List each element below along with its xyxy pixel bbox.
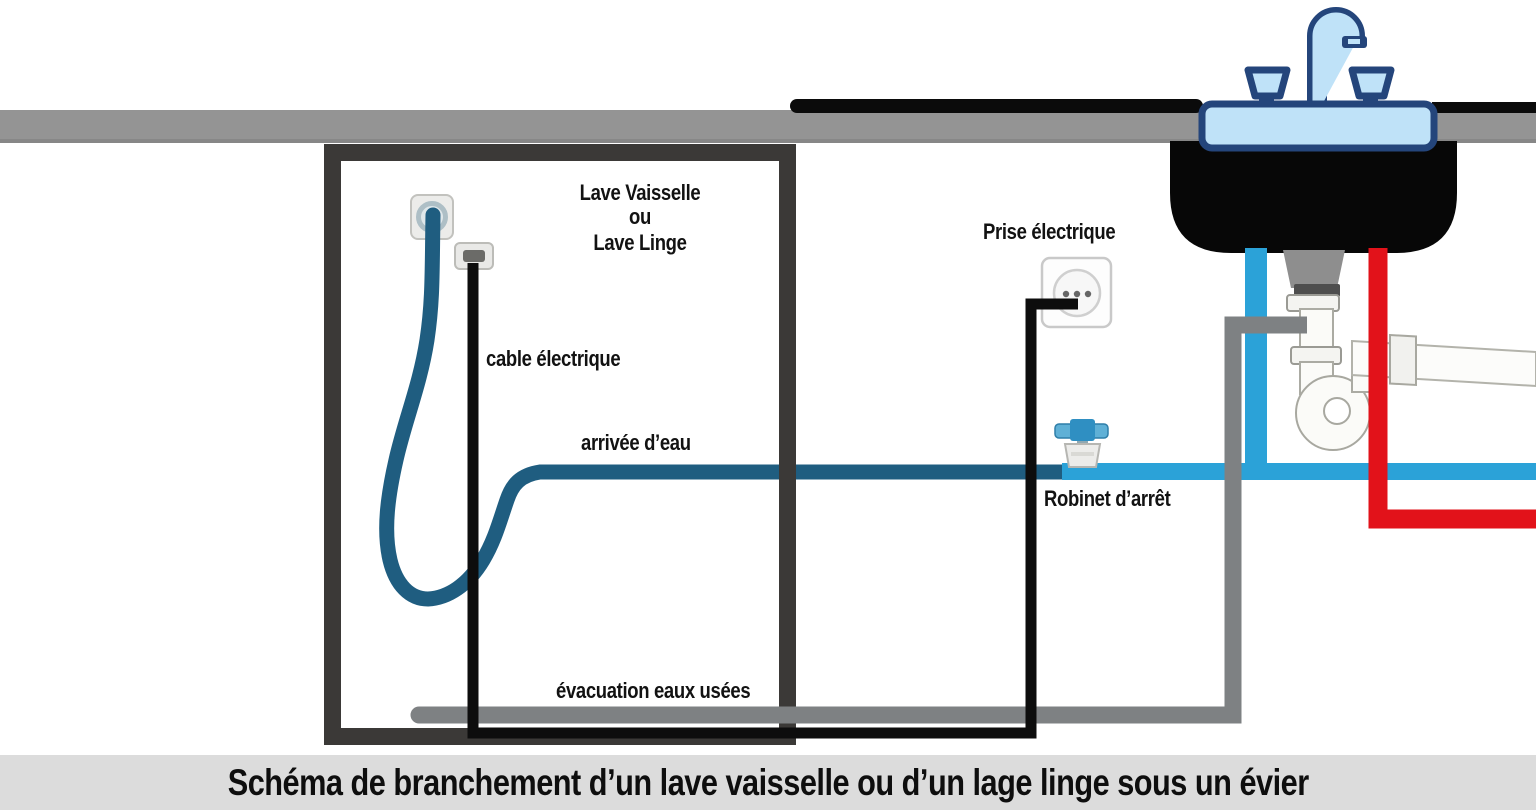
sink-basin — [1170, 141, 1457, 253]
connector-inner — [463, 250, 485, 262]
power-outlet-icon — [1040, 256, 1113, 329]
appliance-label-line1: Lave Vaisselle — [579, 180, 701, 205]
supply-hose — [379, 207, 1083, 607]
trap-u-bend-hole — [1323, 397, 1351, 425]
valve-handle-center — [1070, 419, 1095, 441]
tailpiece — [1283, 250, 1345, 288]
shutoff-valve-icon — [1054, 419, 1109, 468]
power-cable — [467, 263, 1078, 739]
faucet-spout-fill — [1312, 12, 1360, 114]
counter-black-strip-left — [790, 99, 1203, 113]
dark-nut — [1294, 284, 1340, 297]
water-supply-label: arrivée d’eau — [581, 430, 691, 455]
sink-rim — [1198, 100, 1438, 152]
waste-pipe — [419, 316, 1307, 724]
valve-body-band — [1071, 452, 1094, 456]
faucet-handle-left — [1244, 66, 1291, 110]
sink-icon — [1170, 7, 1457, 253]
handle-top — [1348, 66, 1395, 100]
faucet-aerator-fill — [1348, 39, 1360, 44]
title-bar: Schéma de branchement d’un lave vaissell… — [0, 755, 1536, 810]
handle-top — [1244, 66, 1291, 100]
cable-label: cable électrique — [486, 346, 621, 371]
waste-drain-label: évacuation eaux usées — [556, 678, 751, 703]
hot-water-pipe — [1368, 248, 1536, 529]
valve-label: Robinet d’arrêt — [1044, 486, 1171, 511]
countertop-edge — [0, 139, 1536, 143]
p-trap-icon — [1283, 250, 1536, 451]
diagram-title: Schéma de branchement d’un lave vaissell… — [227, 761, 1309, 803]
valve-stem — [1077, 436, 1088, 447]
counter-black-strip-right — [1432, 102, 1536, 113]
outlet-pin-2 — [1073, 290, 1081, 298]
appliance-label: Lave Vaisselle ou Lave Linge — [556, 181, 724, 256]
drain-coupling — [1389, 333, 1417, 387]
outlet-pin-1 — [1062, 290, 1070, 298]
outlet-label: Prise électrique — [983, 219, 1116, 244]
appliance-label-line3: Lave Linge — [593, 230, 687, 255]
cable-connector-icon — [454, 242, 494, 270]
appliance-label-line2: ou — [629, 204, 651, 229]
outlet-pin-3 — [1084, 290, 1092, 298]
